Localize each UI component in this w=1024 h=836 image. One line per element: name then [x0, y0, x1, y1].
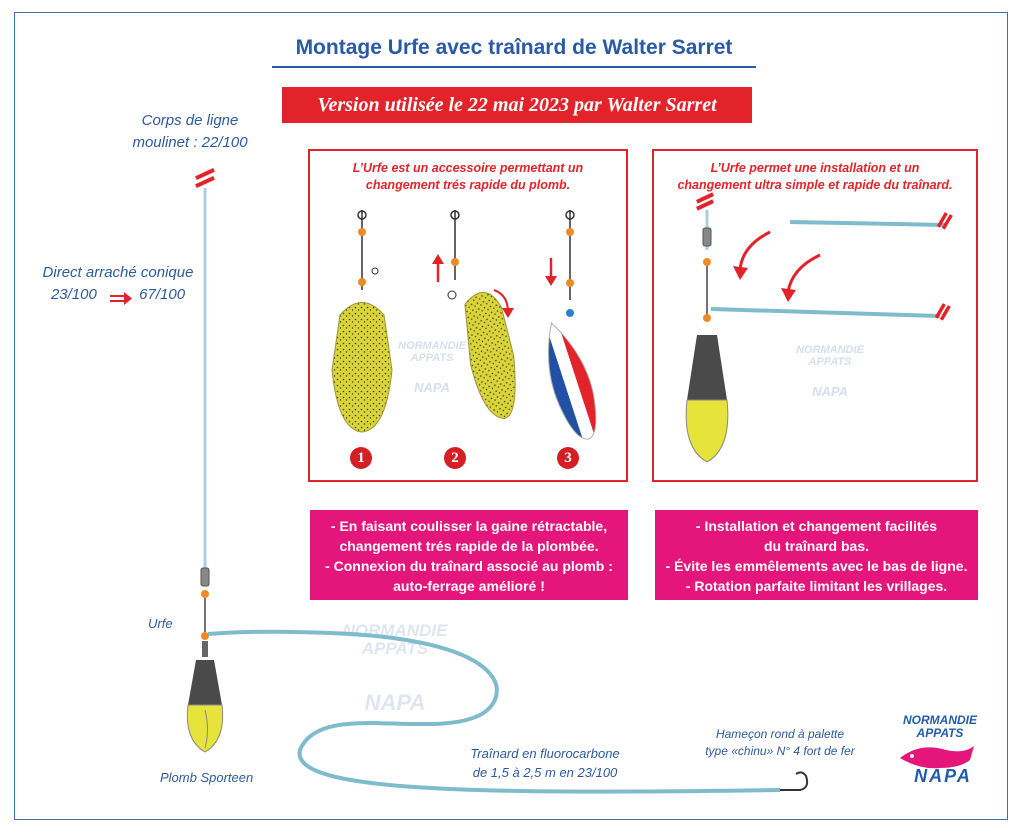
- panel-right-caption-line1: L’Urfe permet une installation et un: [710, 161, 920, 175]
- step-2-figure: [432, 210, 516, 419]
- direct-label-line1: Direct arraché conique: [42, 264, 194, 281]
- trainard-line1: Traînard en fluorocarbone: [470, 746, 620, 761]
- step-1-badge: 1: [350, 447, 372, 469]
- hook-line1: Hameçon rond à palette: [715, 727, 845, 741]
- corps-label: Corps de ligne moulinet : 22/100: [110, 110, 270, 154]
- corps-label-line2: moulinet : 22/100: [132, 134, 248, 151]
- lead-sinker-groove: [204, 709, 208, 749]
- swivel-top: [200, 567, 210, 587]
- bead-orange-1: [201, 590, 209, 598]
- watermark-main-line2: APPATS: [361, 639, 429, 658]
- panel-left-caption: L’Urfe est un accessoire permettant un c…: [312, 160, 624, 194]
- logo-line1: NORMANDIE: [903, 713, 977, 727]
- urfe-label: Urfe: [148, 616, 173, 631]
- version-banner: Version utilisée le 22 mai 2023 par Walt…: [282, 87, 752, 123]
- corps-label-line1: Corps de ligne: [141, 112, 239, 129]
- info-right-line3: - Évite les emmêlements avec le bas de l…: [665, 558, 968, 574]
- bead-orange-2: [201, 632, 209, 640]
- lead-sinker-body: [188, 660, 222, 705]
- watermark-left-line2: APPATS: [410, 352, 454, 364]
- info-left-line2: changement trés rapide de la plombée.: [339, 538, 599, 554]
- watermark-right-line1: NORMANDIE: [796, 344, 864, 356]
- title-underline: [272, 66, 756, 68]
- watermark-right: NORMANDIE APPATS NAPA: [790, 344, 870, 398]
- info-right-line1: - Installation et changement facilités: [695, 518, 938, 534]
- normandie-appats-logo: NORMANDIE APPATS NAPA: [890, 712, 990, 792]
- step-1-figure: [331, 210, 393, 433]
- main-rig: [186, 167, 809, 794]
- info-left-line4: auto-ferrage amélioré !: [393, 578, 545, 594]
- logo-mark: NAPA: [914, 766, 972, 786]
- lead-sinker-tip: [186, 704, 224, 753]
- hook-label: Hameçon rond à palette type «chinu» N° 4…: [690, 726, 870, 760]
- panel-right-caption: L’Urfe permet une installation et un cha…: [656, 160, 974, 194]
- hook: [780, 771, 809, 791]
- line-cut-mark-top-1: [195, 167, 215, 181]
- direct-from: 23/100: [50, 286, 97, 303]
- page-frame: [14, 12, 1008, 820]
- info-left-line3: - Connexion du traînard associé au plomb…: [325, 558, 613, 574]
- panel-right-caption-line2: changement ultra simple et rapide du tra…: [677, 178, 953, 192]
- info-box-left: - En faisant coulisser la gaine rétracta…: [310, 510, 628, 600]
- panel-right-figure: [685, 192, 953, 463]
- watermark-left: NORMANDIE APPATS NAPA: [392, 340, 472, 394]
- info-right-line4: - Rotation parfaite limitant les vrillag…: [685, 578, 948, 594]
- direct-label: Direct arraché conique 23/100 67/100: [28, 262, 208, 306]
- watermark-left-mark: NAPA: [414, 380, 450, 395]
- info-left-line1: - En faisant coulisser la gaine rétracta…: [330, 518, 608, 534]
- step-3-badge: 3: [557, 447, 579, 469]
- plomb-label: Plomb Sporteen: [160, 770, 254, 785]
- panel-left-caption-line1: L’Urfe est un accessoire permettant un: [352, 161, 584, 175]
- panel-left-caption-line2: changement trés rapide du plomb.: [365, 178, 571, 192]
- hook-line2: type «chinu» N° 4 fort de fer: [705, 744, 855, 758]
- logo-line2: APPATS: [916, 726, 964, 740]
- lead-clip: [202, 641, 208, 657]
- trainard-line: [207, 629, 781, 794]
- fish-logo-icon: [900, 746, 974, 769]
- watermark-right-line2: APPATS: [808, 356, 852, 368]
- line-cut-mark-top-2: [195, 175, 215, 189]
- info-right-line2: du traînard bas.: [763, 538, 870, 554]
- page-title: Montage Urfe avec traînard de Walter Sar…: [295, 36, 733, 59]
- step-3-figure: [545, 210, 597, 440]
- trainard-label: Traînard en fluorocarbone de 1,5 à 2,5 m…: [460, 744, 630, 782]
- direct-arrow-icon: [110, 292, 132, 305]
- watermark-right-mark: NAPA: [812, 384, 848, 399]
- direct-label-range: 23/100 67/100: [28, 284, 208, 306]
- step-2-badge: 2: [444, 447, 466, 469]
- direct-to: 67/100: [139, 286, 186, 303]
- info-box-right: - Installation et changement facilités d…: [655, 510, 978, 600]
- watermark-main-mark: NAPA: [364, 690, 426, 715]
- watermark-left-line1: NORMANDIE: [398, 340, 466, 352]
- trainard-line2: de 1,5 à 2,5 m en 23/100: [472, 765, 618, 780]
